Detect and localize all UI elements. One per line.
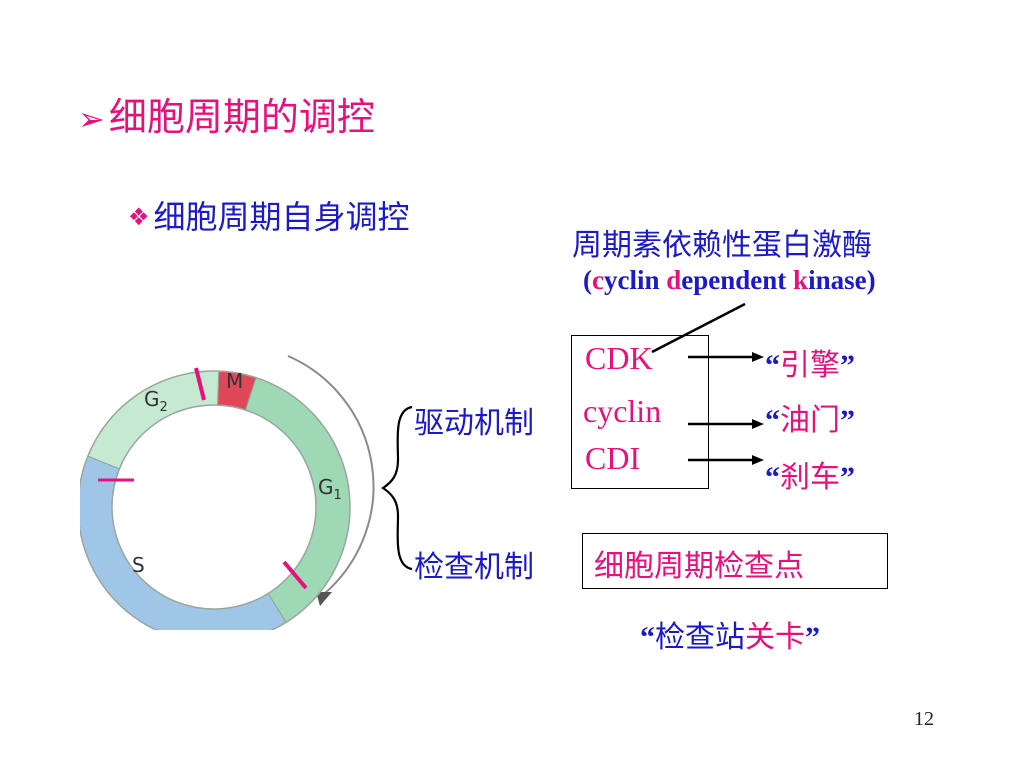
checkpoint-alias: “检查站关卡” — [640, 620, 820, 655]
enzyme-name-en: (cyclin dependent kinase) — [583, 265, 876, 295]
cycle-direction-arrowhead — [316, 592, 332, 606]
component-cdk: CDK — [585, 340, 653, 376]
arrow-cdk-head — [752, 352, 764, 362]
phase-label-m: M — [226, 369, 243, 393]
ring-inner-edge — [111, 404, 317, 610]
title-text: 细胞周期的调控 — [108, 95, 375, 139]
checkpoint-text: 细胞周期检查点 — [594, 549, 804, 584]
phase-label-g1: G1 — [318, 475, 342, 503]
component-cyclin: cyclin — [583, 393, 662, 429]
checkpoint-marker-g1s — [282, 560, 308, 590]
cycle-direction-arc — [287, 355, 375, 595]
slide-subtitle: ❖细胞周期自身调控 — [128, 192, 410, 238]
check-mechanism-label: 检查机制 — [414, 550, 534, 585]
curly-brace — [381, 405, 413, 571]
arrow-bullet-icon: ➢ — [78, 100, 105, 138]
cell-cycle-diagram: M G1 S G2 — [80, 355, 375, 630]
checkpoint-box — [582, 533, 888, 589]
role-brake: “刹车” — [765, 460, 855, 495]
phase-label-s: S — [132, 553, 145, 577]
phase-label-g2: G2 — [144, 387, 168, 415]
role-engine: “引擎” — [765, 348, 855, 383]
arrow-cdi-head — [752, 455, 764, 465]
slide-title: ➢细胞周期的调控 — [78, 86, 375, 141]
arrow-cyclin-head — [752, 419, 764, 429]
drive-mechanism-label: 驱动机制 — [414, 406, 534, 441]
enzyme-pointer-line — [651, 302, 746, 354]
component-cdi: CDI — [585, 440, 641, 476]
page-number: 12 — [914, 708, 934, 730]
subtitle-text: 细胞周期自身调控 — [153, 198, 410, 236]
enzyme-name-cn: 周期素依赖性蛋白激酶 — [572, 228, 872, 263]
components-box — [571, 335, 709, 489]
role-throttle: “油门” — [765, 403, 855, 438]
checkpoint-marker-g2m — [194, 367, 206, 401]
diamond-bullet-icon: ❖ — [128, 203, 150, 231]
ring-outer-edge — [80, 370, 351, 630]
